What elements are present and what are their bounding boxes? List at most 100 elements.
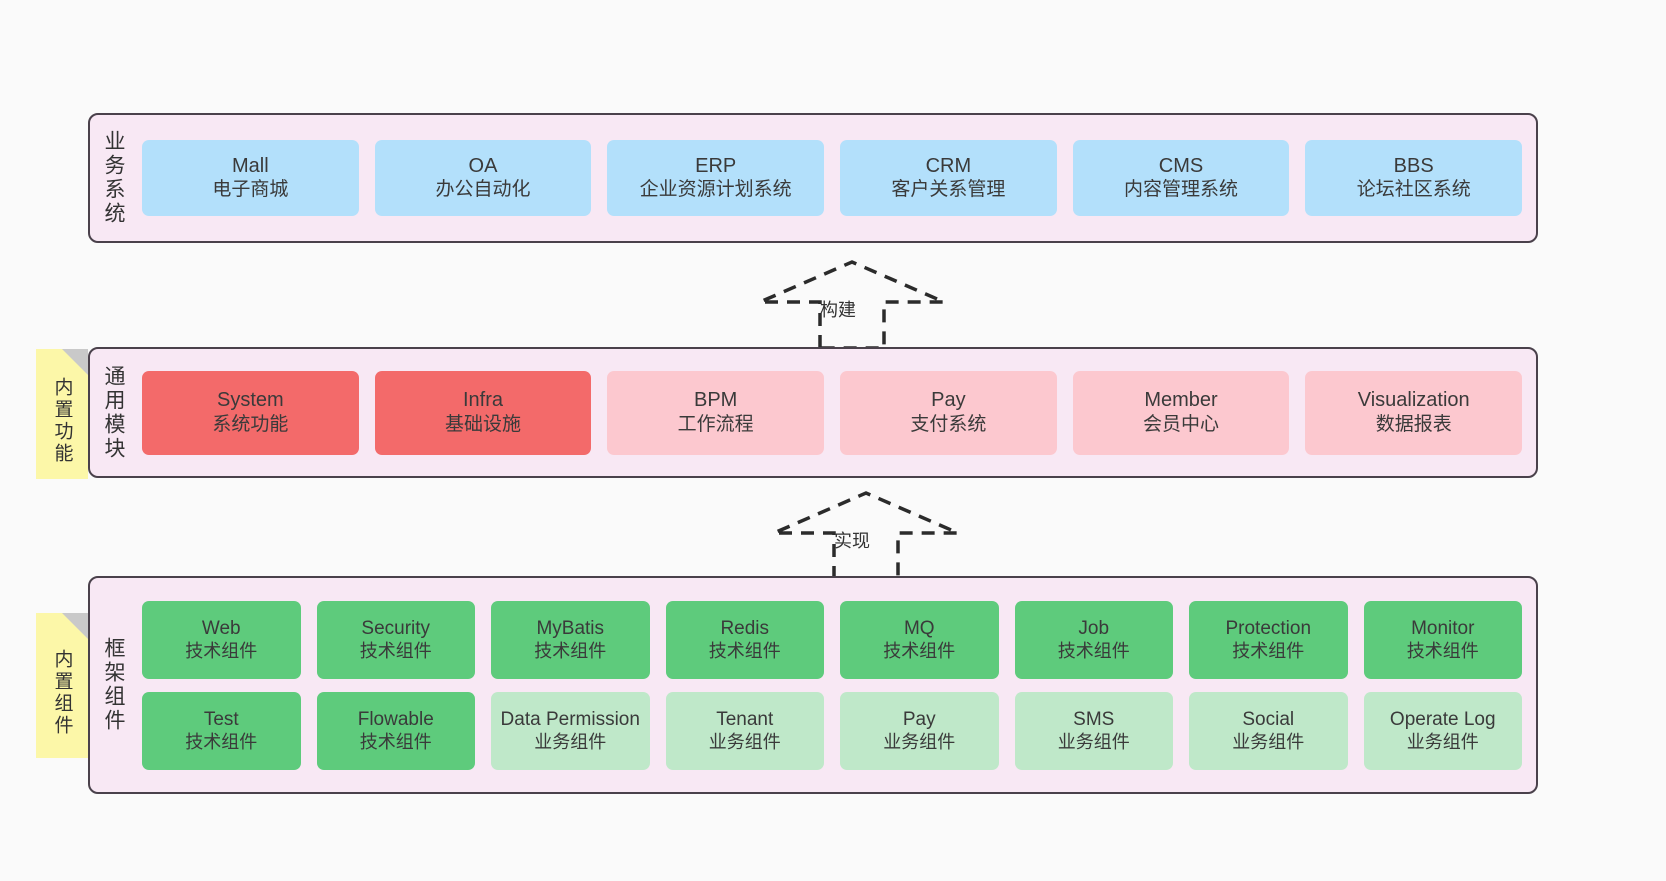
card-member[interactable]: Member 会员中心 — [1072, 370, 1290, 455]
card-cms-en: CMS — [1158, 154, 1204, 177]
card-protection[interactable]: Protection 技术组件 — [1189, 600, 1348, 679]
card-social[interactable]: Social 业务组件 — [1189, 691, 1348, 770]
arrow-build-label: 构建 — [820, 300, 856, 320]
card-pay-component-en: Pay — [902, 708, 936, 730]
card-job[interactable]: Job 技术组件 — [1014, 600, 1173, 679]
card-mall[interactable]: Mall 电子商城 — [142, 140, 359, 216]
sticky-note-builtin-features-text: 内置功能 — [51, 377, 73, 465]
card-flowable-cn: 技术组件 — [359, 731, 432, 752]
card-crm[interactable]: CRM 客户关系管理 — [840, 140, 1057, 216]
card-mq-en: MQ — [903, 617, 935, 639]
card-tenant-en: Tenant — [716, 708, 774, 730]
card-infra-cn: 基础设施 — [445, 413, 522, 435]
card-data-permission-cn: 业务组件 — [534, 731, 607, 752]
card-web-en: Web — [201, 617, 241, 639]
card-bbs[interactable]: BBS 论坛社区系统 — [1305, 140, 1523, 216]
arrow-build: 构建 — [752, 258, 952, 353]
arrow-build-shape — [759, 260, 945, 350]
layer-framework-body: Web 技术组件 Security 技术组件 MyBatis 技术组件 Redi… — [136, 578, 1536, 792]
card-social-cn: 业务组件 — [1232, 731, 1305, 752]
card-operate-log-cn: 业务组件 — [1406, 731, 1479, 752]
card-web-cn: 技术组件 — [185, 640, 258, 661]
business-card-row: Mall 电子商城 OA 办公自动化 ERP 企业资源计划系统 CRM 客户关系… — [142, 140, 1523, 216]
layer-business-title-text: 业务系统 — [102, 130, 126, 226]
card-mq[interactable]: MQ 技术组件 — [840, 600, 999, 679]
card-job-cn: 技术组件 — [1057, 640, 1130, 661]
card-flowable[interactable]: Flowable 技术组件 — [316, 691, 475, 770]
layer-modules-body: System 系统功能 Infra 基础设施 BPM 工作流程 Pay 支付系统… — [136, 349, 1536, 476]
layer-framework-title-text: 框架组件 — [102, 637, 126, 733]
card-bpm-en: BPM — [694, 389, 738, 412]
card-member-cn: 会员中心 — [1143, 413, 1220, 435]
card-bbs-en: BBS — [1393, 154, 1434, 177]
framework-card-row-tech: Web 技术组件 Security 技术组件 MyBatis 技术组件 Redi… — [142, 600, 1522, 679]
card-cms[interactable]: CMS 内容管理系统 — [1072, 140, 1290, 216]
card-sms-en: SMS — [1073, 708, 1115, 730]
layer-business-body: Mall 电子商城 OA 办公自动化 ERP 企业资源计划系统 CRM 客户关系… — [136, 115, 1536, 241]
card-infra[interactable]: Infra 基础设施 — [374, 370, 592, 455]
card-mybatis[interactable]: MyBatis 技术组件 — [491, 600, 650, 679]
card-erp-en: ERP — [695, 154, 737, 177]
card-infra-en: Infra — [462, 389, 504, 412]
card-oa-cn: 办公自动化 — [435, 179, 531, 201]
card-pay-component[interactable]: Pay 业务组件 — [840, 691, 999, 770]
layer-modules-title: 通用模块 — [90, 349, 136, 476]
card-security-en: Security — [361, 617, 431, 639]
card-crm-en: CRM — [925, 154, 972, 177]
card-system[interactable]: System 系统功能 — [142, 370, 359, 455]
card-security[interactable]: Security 技术组件 — [316, 600, 475, 679]
card-sms[interactable]: SMS 业务组件 — [1014, 691, 1173, 770]
card-redis-cn: 技术组件 — [708, 640, 781, 661]
card-mall-en: Mall — [232, 154, 269, 177]
card-pay-module[interactable]: Pay 支付系统 — [840, 370, 1057, 455]
card-crm-cn: 客户关系管理 — [891, 179, 1006, 201]
card-pay-module-cn: 支付系统 — [910, 413, 987, 435]
card-monitor-cn: 技术组件 — [1406, 640, 1479, 661]
note-fold-corner-icon — [62, 613, 88, 639]
card-test-cn: 技术组件 — [185, 731, 258, 752]
arrow-implement-shape — [773, 491, 959, 581]
card-pay-module-en: Pay — [931, 389, 966, 412]
card-erp-cn: 企业资源计划系统 — [639, 179, 792, 201]
card-erp[interactable]: ERP 企业资源计划系统 — [607, 140, 825, 216]
layer-business-title: 业务系统 — [90, 115, 136, 241]
card-monitor[interactable]: Monitor 技术组件 — [1363, 600, 1522, 679]
card-operate-log[interactable]: Operate Log 业务组件 — [1363, 691, 1522, 770]
card-oa-en: OA — [468, 154, 498, 177]
card-flowable-en: Flowable — [357, 708, 434, 730]
card-social-en: Social — [1242, 708, 1295, 730]
card-job-en: Job — [1078, 617, 1110, 639]
card-test[interactable]: Test 技术组件 — [142, 691, 301, 770]
layer-framework-title: 框架组件 — [90, 578, 136, 792]
card-visualization[interactable]: Visualization 数据报表 — [1305, 370, 1523, 455]
card-oa[interactable]: OA 办公自动化 — [374, 140, 592, 216]
card-mybatis-cn: 技术组件 — [534, 640, 607, 661]
layer-framework-components: 框架组件 Web 技术组件 Security 技术组件 MyBatis 技术组件… — [88, 576, 1538, 794]
card-system-cn: 系统功能 — [212, 413, 289, 435]
card-data-permission-en: Data Permission — [500, 708, 640, 730]
card-bpm[interactable]: BPM 工作流程 — [607, 370, 825, 455]
card-pay-component-cn: 业务组件 — [883, 731, 956, 752]
card-mq-cn: 技术组件 — [883, 640, 956, 661]
card-tenant[interactable]: Tenant 业务组件 — [665, 691, 824, 770]
card-redis[interactable]: Redis 技术组件 — [665, 600, 824, 679]
card-web[interactable]: Web 技术组件 — [142, 600, 301, 679]
arrow-implement: 实现 — [766, 489, 966, 584]
card-redis-en: Redis — [720, 617, 770, 639]
sticky-note-builtin-components: 内置组件 — [36, 613, 88, 758]
card-protection-en: Protection — [1225, 617, 1312, 639]
sticky-note-builtin-features: 内置功能 — [36, 349, 88, 479]
sticky-note-builtin-components-text: 内置组件 — [51, 648, 73, 737]
card-data-permission[interactable]: Data Permission 业务组件 — [491, 691, 650, 770]
card-system-en: System — [216, 389, 284, 412]
modules-card-row: System 系统功能 Infra 基础设施 BPM 工作流程 Pay 支付系统… — [142, 370, 1523, 455]
layer-business-systems: 业务系统 Mall 电子商城 OA 办公自动化 ERP 企业资源计划系统 CRM — [88, 113, 1538, 243]
card-bbs-cn: 论坛社区系统 — [1356, 179, 1471, 201]
card-cms-cn: 内容管理系统 — [1124, 179, 1239, 201]
card-operate-log-en: Operate Log — [1389, 708, 1496, 730]
card-mall-cn: 电子商城 — [212, 179, 289, 201]
note-fold-corner-icon — [62, 349, 88, 375]
card-mybatis-en: MyBatis — [536, 617, 605, 639]
layer-common-modules: 通用模块 System 系统功能 Infra 基础设施 BPM 工作流程 Pay — [88, 347, 1538, 478]
